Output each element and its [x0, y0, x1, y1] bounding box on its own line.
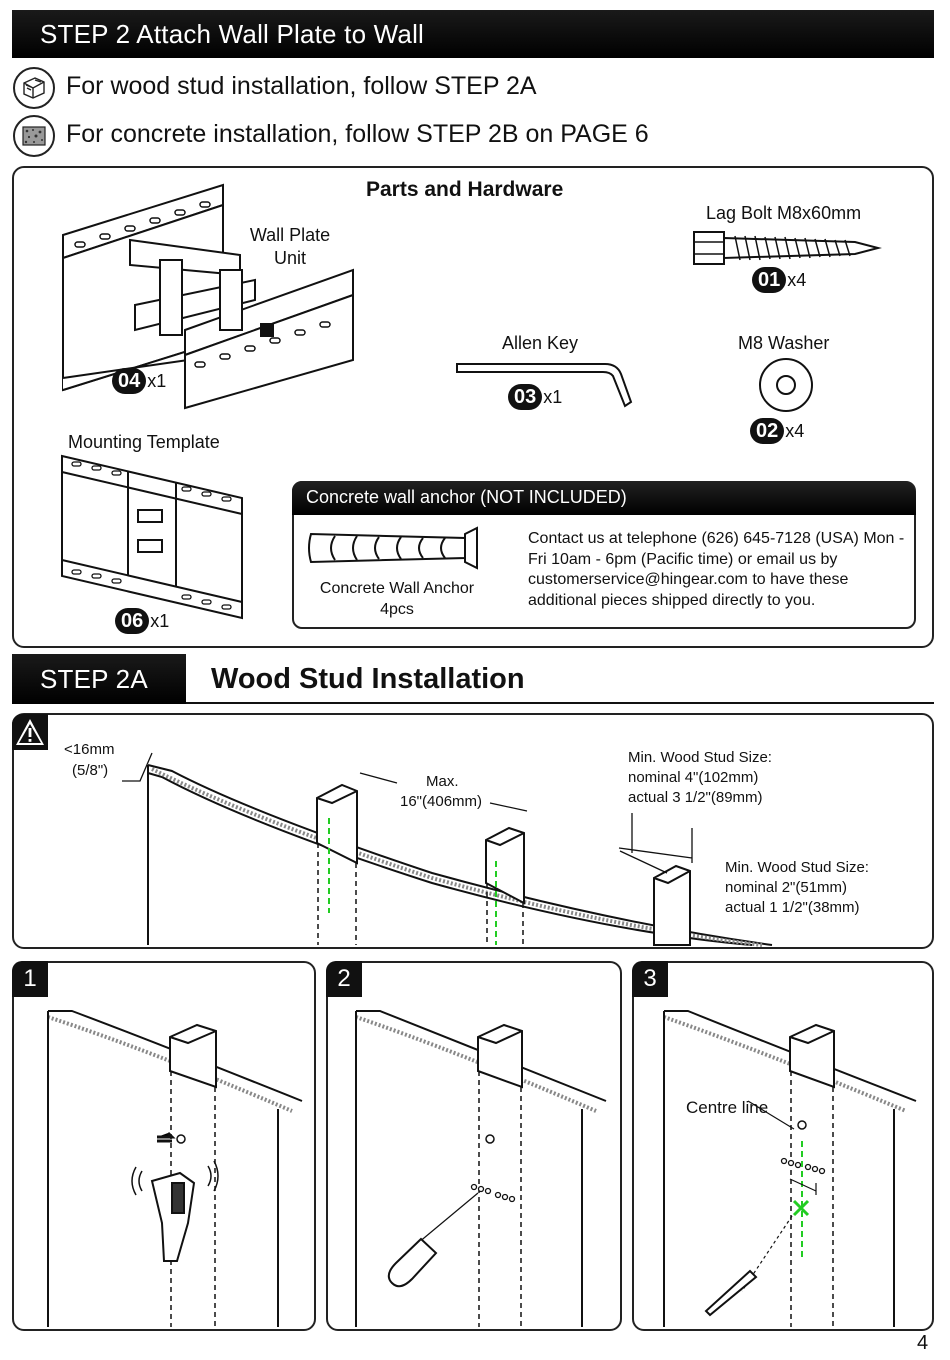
wall-plate-code-badge: 04 [112, 368, 147, 394]
template-illustration [61, 454, 243, 620]
lag-bolt-qty: x4 [787, 270, 807, 290]
stud-overview-drawing [122, 752, 773, 947]
allen-key-label: Allen Key [502, 333, 579, 353]
anchor-item-qty: 4pcs [380, 601, 414, 618]
wall-plate-label: Wall Plate Unit [249, 225, 331, 268]
panel-3-drawing [663, 1010, 917, 1327]
washer-qty: x4 [785, 421, 805, 441]
anchor-header-text: Concrete wall anchor (NOT INCLUDED) [306, 487, 627, 507]
anchor-item-label: Concrete Wall Anchor [319, 580, 475, 597]
spacing-note-1: Max. [426, 773, 459, 790]
panel-2-number: 2 [326, 961, 362, 997]
lag-bolt-icon [693, 231, 882, 265]
anchor-header: Concrete wall anchor (NOT INCLUDED) [292, 481, 916, 515]
concrete-icon [13, 115, 55, 157]
drywall-note-1: <16mm [64, 741, 115, 758]
template-code-badge: 06 [115, 608, 150, 634]
panel-1 [12, 961, 316, 1331]
wood-stud-icon [13, 67, 55, 109]
big-stud-note-2: nominal 4"(102mm) [628, 769, 759, 786]
big-stud-note-3: actual 3 1/2"(89mm) [628, 789, 763, 806]
template-qty: x1 [150, 611, 170, 631]
panel-3-number: 3 [632, 961, 668, 997]
washer-label: M8 Washer [738, 333, 830, 353]
washer-icon [759, 358, 813, 412]
washer-code-badge: 02 [750, 418, 785, 444]
wall-plate-illustration [62, 183, 354, 410]
panel-3 [632, 961, 934, 1331]
lag-bolt-code-badge: 01 [752, 267, 787, 293]
step2a-tab-text: STEP 2A [40, 664, 148, 694]
centre-line-label: Centre line [686, 1098, 769, 1117]
step2-header-band: STEP 2 Attach Wall Plate to Wall [12, 10, 934, 58]
lag-bolt-label: Lag Bolt M8x60mm [706, 203, 862, 223]
step2-title: STEP 2 Attach Wall Plate to Wall [40, 19, 425, 49]
wood-install-line: For wood stud installation, follow STEP … [66, 72, 537, 100]
allen-key-icon [456, 363, 633, 408]
step2a-rule [186, 702, 934, 704]
stud-overview-box [12, 713, 934, 949]
parts-hardware-title: Parts and Hardware [366, 178, 564, 201]
step2a-title: Wood Stud Installation [211, 663, 525, 695]
big-stud-note-1: Min. Wood Stud Size: [628, 749, 772, 766]
concrete-install-line: For concrete installation, follow STEP 2… [66, 120, 649, 148]
small-stud-note-1: Min. Wood Stud Size: [725, 859, 869, 876]
anchor-contact-text: Contact us at telephone (626) 645-7128 (… [528, 530, 905, 609]
panel-1-drawing [47, 1010, 303, 1327]
panel-2-drawing [355, 1010, 607, 1327]
page-number: 4 [917, 1332, 929, 1354]
allen-key-code-badge: 03 [508, 384, 543, 410]
small-stud-note-2: nominal 2"(51mm) [725, 879, 848, 896]
anchor-icon [308, 526, 478, 570]
warning-icon [12, 714, 48, 750]
step2a-tab: STEP 2A [12, 654, 186, 704]
spacing-note-2: 16"(406mm) [400, 793, 483, 810]
drywall-note-2: (5/8") [72, 762, 109, 779]
panel-1-number: 1 [12, 961, 48, 997]
allen-key-qty: x1 [543, 387, 563, 407]
small-stud-note-3: actual 1 1/2"(38mm) [725, 899, 860, 916]
wall-plate-qty: x1 [147, 371, 167, 391]
template-label: Mounting Template [68, 432, 220, 452]
